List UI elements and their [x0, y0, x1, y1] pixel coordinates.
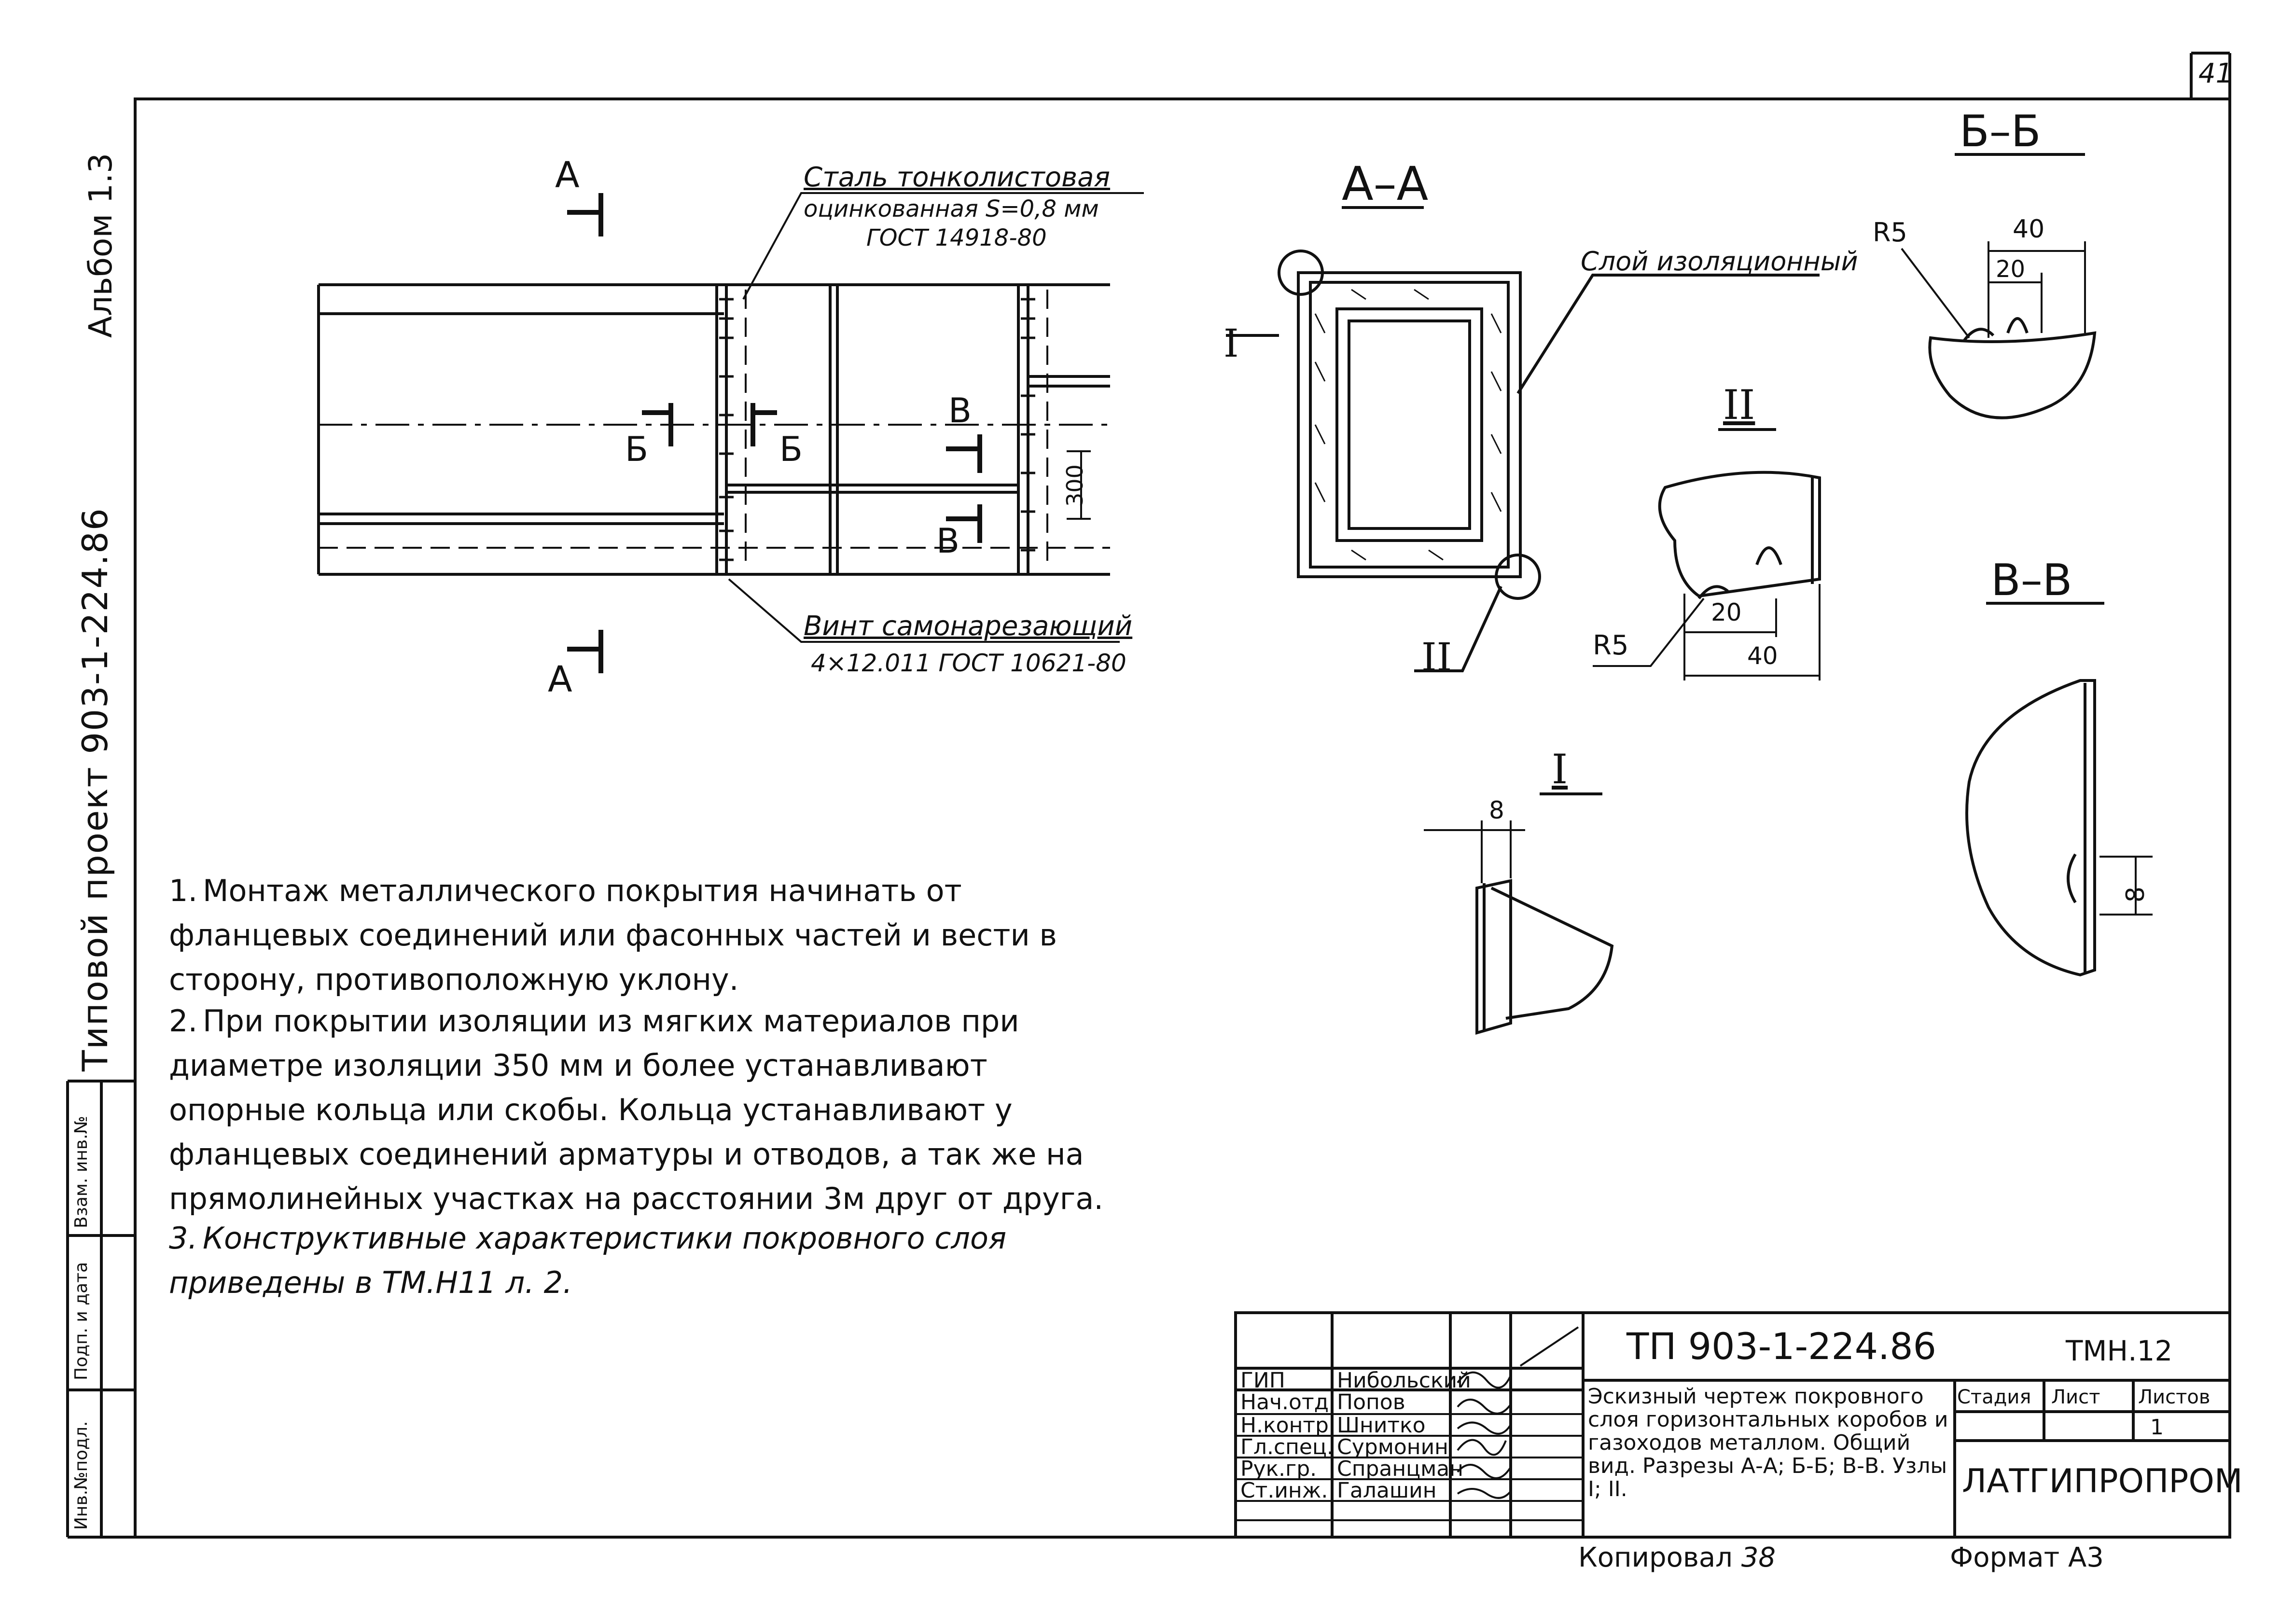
- sheet-code: ТМН.12: [2066, 1334, 2173, 1367]
- screw-note-line2: 4×12.011 ГОСТ 10621-80: [811, 649, 1126, 677]
- steel-note-line3: ГОСТ 14918-80: [866, 224, 1047, 251]
- staff-role: ГИП: [1240, 1368, 1285, 1393]
- staff-name: Попов: [1337, 1390, 1405, 1415]
- album-label: Альбом 1.3: [82, 153, 119, 338]
- staff-name: Спранцман: [1337, 1457, 1464, 1481]
- section-vv-dim-8: 8: [2121, 886, 2150, 902]
- dim-300-label: 300: [1062, 464, 1088, 507]
- staff-role: Н.контр.: [1240, 1413, 1335, 1438]
- staff-role: Гл.спец.: [1240, 1435, 1334, 1459]
- staff-name: Нибольский: [1337, 1368, 1471, 1393]
- note-3-text: Конструктивные характеристики покровного…: [169, 1221, 1007, 1300]
- format-label: Формат А3: [1950, 1542, 2104, 1573]
- stamp-cell-sign: Подп. и дата: [71, 1262, 91, 1380]
- stage-header: Стадия: [1957, 1386, 2031, 1408]
- node-ii-dim-20: 20: [1711, 598, 1742, 626]
- section-b-right-label: Б: [779, 430, 803, 469]
- staff-name: Галашин: [1337, 1478, 1437, 1503]
- organization-name: ЛАТГИПРОПРОМ: [1962, 1462, 2243, 1500]
- project-label: Типовой проект 903-1-224.86: [75, 507, 115, 1071]
- insulation-layer-label: Слой изоляционный: [1581, 246, 1858, 277]
- title-block-frame: [1234, 1311, 2231, 1539]
- section-v-top-label: В: [948, 391, 972, 430]
- note-2: 2.При покрытии изоляции из мягких матери…: [169, 999, 1110, 1221]
- copied-signature: 38: [1741, 1542, 1776, 1573]
- screw-note-line1: Винт самонарезающий: [804, 611, 1133, 642]
- node-i-drawing: [1475, 792, 1614, 1035]
- note-3: 3.Конструктивные характеристики покровно…: [169, 1216, 1110, 1305]
- section-bb-title: Б–Б: [1960, 106, 2041, 157]
- steel-note-line2: оцинкованная S=0,8 мм: [804, 195, 1099, 222]
- staff-name: Шнитко: [1337, 1413, 1426, 1438]
- section-bb-dim-20: 20: [1996, 256, 2026, 283]
- node-ii-dim-40: 40: [1747, 642, 1778, 670]
- section-vv-title: В–В: [1991, 555, 2072, 606]
- node-i-dim-8: 8: [1489, 796, 1504, 824]
- note-1-text: Монтаж металлического покрытия начинать …: [169, 873, 1057, 997]
- copied-text: Копировал: [1578, 1542, 1733, 1573]
- section-a-top-label: А: [555, 154, 580, 196]
- staff-role: Ст.инж.: [1240, 1478, 1328, 1503]
- note-1-number: 1.: [169, 873, 198, 908]
- staff-name: Сурмонин: [1337, 1435, 1448, 1459]
- section-bb-drawing: [1928, 153, 2097, 419]
- note-2-number: 2.: [169, 1003, 198, 1039]
- drawing-description: Эскизный чертеж покровного слоя горизонт…: [1588, 1384, 1948, 1501]
- copied-label: Копировал 38: [1578, 1542, 1776, 1573]
- project-code: ТП 903-1-224.86: [1627, 1325, 1936, 1368]
- node-ii-radius-label: R5: [1593, 630, 1629, 661]
- section-a-bottom-label: А: [548, 659, 572, 700]
- steel-note-line1: Сталь тонколистовая: [804, 162, 1111, 193]
- stamp-cell-inv: Инв.№подл.: [71, 1421, 91, 1530]
- note-3-number: 3.: [169, 1221, 198, 1256]
- node-i-title: I: [1552, 746, 1568, 793]
- signature-scribbles: [1457, 1326, 1579, 1499]
- section-bb-radius-label: R5: [1873, 217, 1907, 248]
- staff-role: Нач.отд.: [1240, 1390, 1335, 1415]
- node-ii-title: II: [1723, 381, 1755, 429]
- node-2-marker: II: [1421, 635, 1452, 680]
- section-b-left-label: Б: [625, 430, 649, 469]
- section-aa-title: А–А: [1342, 157, 1429, 211]
- sheet-header: Лист: [2051, 1386, 2100, 1408]
- inner-frame: [134, 97, 2231, 1539]
- staff-role: Рук.гр.: [1240, 1457, 1317, 1481]
- duct-plan-view: [317, 283, 1110, 576]
- sheet-number: 41: [2198, 58, 2233, 89]
- section-bb-dim-40: 40: [2013, 215, 2045, 244]
- stamp-cell-replace: Взам. инв.№: [71, 1116, 91, 1228]
- section-v-bottom-label: В: [936, 521, 960, 561]
- sheet-count-value: 1: [2150, 1415, 2164, 1440]
- section-aa-drawing: [1226, 206, 1820, 672]
- note-1: 1.Монтаж металлического покрытия начинат…: [169, 869, 1110, 1002]
- sheets-header: Листов: [2138, 1386, 2210, 1408]
- node-ii-drawing: [1658, 428, 1821, 599]
- note-2-text: При покрытии изоляции из мягких материал…: [169, 1003, 1104, 1216]
- node-1-marker: I: [1223, 321, 1239, 366]
- section-vv-drawing: [1965, 602, 2104, 977]
